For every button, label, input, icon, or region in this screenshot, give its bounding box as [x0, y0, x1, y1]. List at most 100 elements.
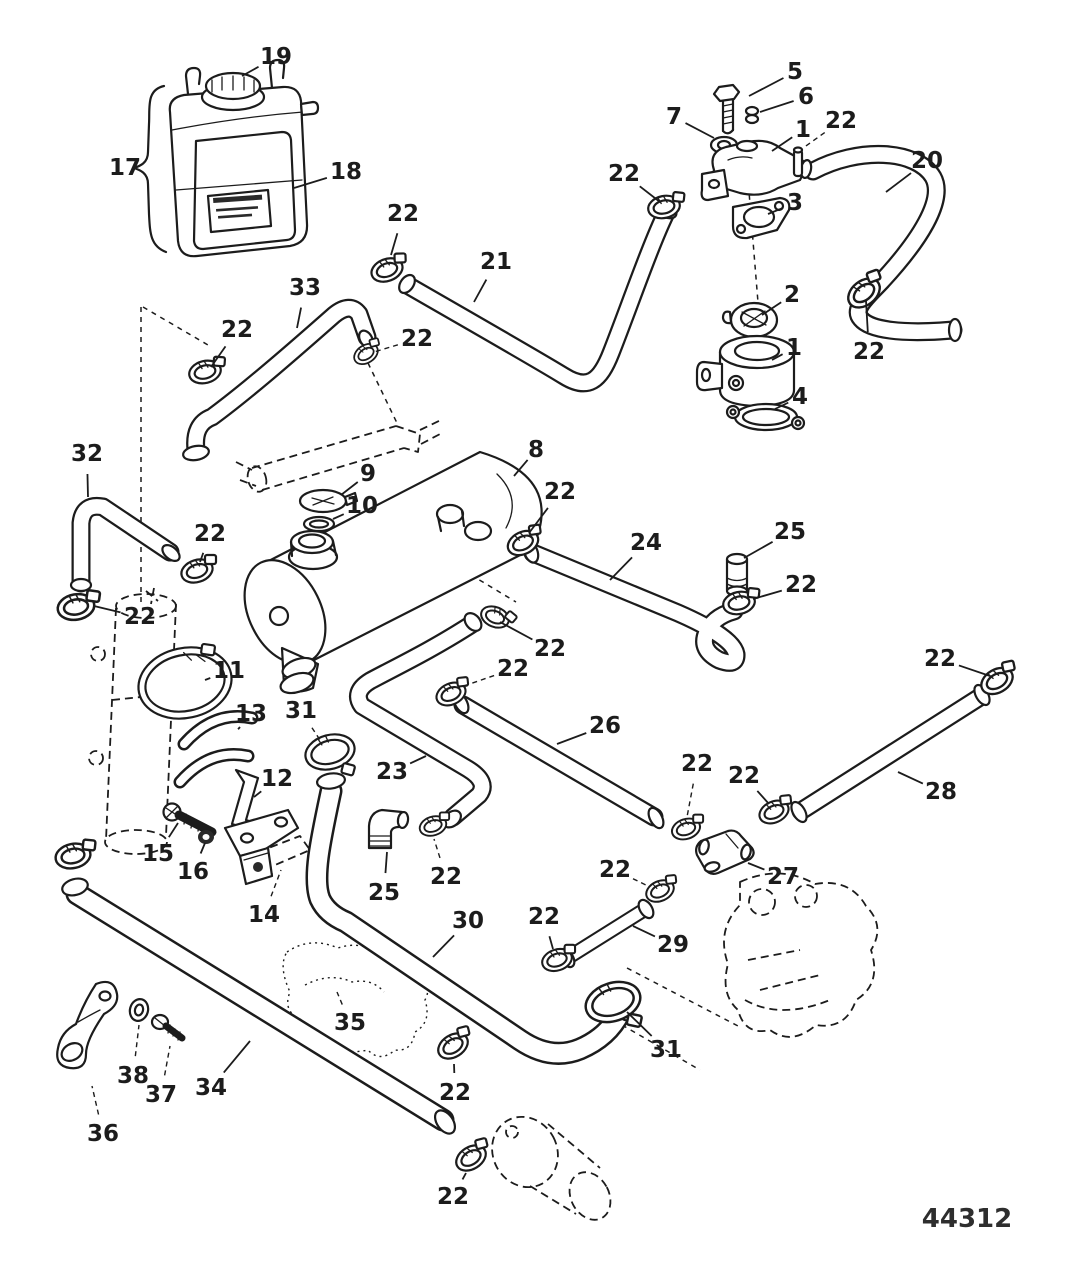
callout-leader-line — [743, 541, 774, 559]
callout-1: 1 — [771, 335, 802, 361]
port-upper-right — [435, 503, 493, 542]
bolt-15 — [162, 802, 217, 837]
hose-26 — [452, 691, 665, 830]
callout-number: 19 — [260, 44, 292, 70]
hose-32 — [69, 496, 181, 593]
callout-number: 20 — [911, 148, 943, 174]
callout-22: 22 — [608, 161, 661, 203]
callout-10: 10 — [332, 493, 378, 520]
callout-number: 18 — [330, 159, 362, 185]
callout-number: 22 — [785, 572, 817, 598]
callout-leader-line — [270, 869, 282, 897]
callout-22: 22 — [194, 521, 226, 563]
hose-clamp-22-icon — [176, 550, 224, 588]
hose-21 — [398, 202, 678, 393]
callout-leader-line — [409, 755, 427, 765]
callout-22: 22 — [802, 108, 857, 149]
callout-22: 22 — [924, 646, 991, 677]
callout-9: 9 — [340, 461, 376, 496]
callout-number: 17 — [109, 155, 141, 181]
callout-number: 22 — [681, 751, 713, 777]
callout-number: 35 — [334, 1010, 366, 1036]
callout-number: 22 — [221, 317, 253, 343]
callout-leader-line — [748, 77, 784, 97]
callout-number: 5 — [787, 59, 803, 85]
callout-22: 22 — [210, 317, 253, 368]
seal-ring-10 — [302, 515, 336, 533]
callout-22: 22 — [853, 300, 885, 365]
hose-34 — [61, 877, 457, 1135]
filler-cap-9 — [298, 488, 359, 514]
hose-clamp-22-icon — [449, 1133, 498, 1177]
callout-number: 21 — [480, 249, 512, 275]
hose-clamp-22-icon — [641, 871, 684, 907]
callout-leader-line — [296, 307, 302, 329]
callout-number: 37 — [145, 1082, 177, 1108]
thermostat-assembly — [695, 83, 813, 432]
callout-number: 15 — [142, 841, 174, 867]
tank-hook-right — [268, 58, 286, 90]
gasket-3 — [731, 196, 791, 240]
mounting-brace — [132, 84, 168, 254]
callout-17: 17 — [109, 155, 141, 181]
callout-12: 12 — [253, 766, 293, 798]
callout-leader-line — [473, 279, 488, 303]
callout-leader-line — [461, 1172, 467, 1180]
hose-30 — [305, 772, 633, 1065]
callout-32: 32 — [71, 441, 103, 498]
callout-22: 22 — [728, 763, 770, 805]
callout-37: 37 — [145, 1045, 177, 1108]
callout-number: 31 — [650, 1037, 682, 1063]
callout-leader-line — [210, 345, 227, 368]
callout-number: 22 — [853, 339, 885, 365]
hose-clamp-22-icon — [667, 810, 710, 844]
callout-14: 14 — [248, 869, 282, 928]
dowel-pin-22 — [792, 146, 804, 178]
callout-number: 3 — [787, 190, 803, 216]
callout-31: 31 — [285, 698, 321, 741]
callout-3: 3 — [767, 190, 803, 216]
callout-leader-line — [686, 783, 694, 818]
heat-exchanger — [243, 450, 543, 695]
callout-4: 4 — [774, 384, 808, 410]
callout-leader-line — [885, 172, 912, 193]
callout-7: 7 — [666, 104, 715, 139]
callout-number: 10 — [346, 493, 378, 519]
callout-leader-line — [513, 459, 529, 477]
callout-leader-line — [237, 726, 241, 730]
hose-20 — [803, 145, 963, 343]
callout-number: 7 — [666, 104, 682, 130]
callout-leader-line — [897, 771, 924, 785]
callout-number: 4 — [792, 384, 808, 410]
callout-22: 22 — [752, 572, 817, 600]
callout-leader-line — [336, 991, 343, 1005]
clamp-ring-11 — [137, 642, 233, 720]
callout-1: 1 — [771, 117, 811, 152]
power-steering-cooler-phantom — [235, 419, 443, 493]
callout-25: 25 — [743, 519, 806, 559]
callout-22: 22 — [430, 838, 462, 890]
callout-number: 22 — [825, 108, 857, 134]
callout-leader-line — [373, 344, 399, 353]
callout-leader-line — [241, 65, 259, 77]
callout-number: 29 — [657, 932, 689, 958]
callout-number: 22 — [728, 763, 760, 789]
callout-26: 26 — [556, 713, 621, 745]
callout-number: 8 — [528, 437, 544, 463]
hose-23 — [348, 612, 492, 829]
nut-16 — [198, 830, 214, 844]
callout-leader-line — [685, 122, 715, 139]
callout-number: 31 — [285, 698, 317, 724]
callout-number: 6 — [798, 84, 814, 110]
callout-leader-line — [204, 677, 211, 681]
callout-number: 16 — [177, 859, 209, 885]
bolt-5 — [712, 83, 741, 135]
callout-number: 22 — [430, 864, 462, 890]
callout-22: 22 — [373, 326, 433, 353]
callout-22: 22 — [528, 479, 576, 534]
callout-22: 22 — [499, 621, 566, 662]
callout-leader-line — [390, 232, 399, 256]
callout-22: 22 — [528, 904, 560, 950]
callout-18: 18 — [293, 159, 362, 189]
